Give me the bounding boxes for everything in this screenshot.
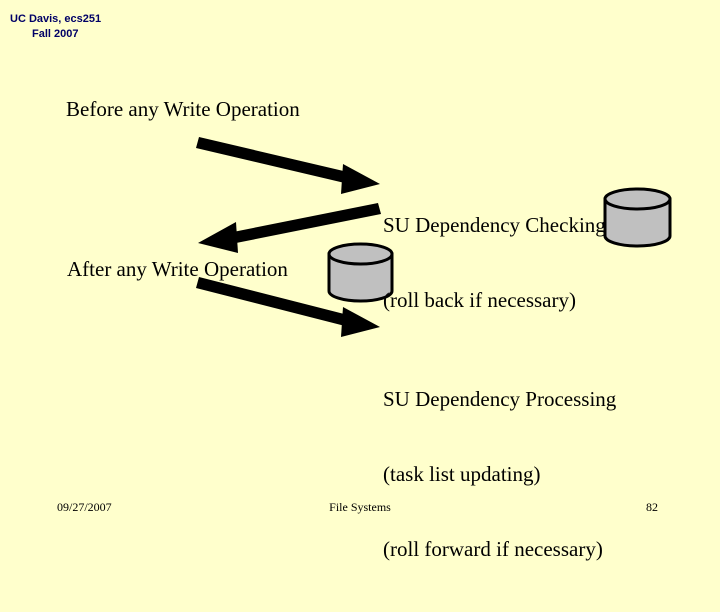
slide-footer: 09/27/2007 File Systems 82 bbox=[0, 500, 720, 522]
arrow-before-to-checking bbox=[196, 137, 380, 194]
footer-date: 09/27/2007 bbox=[57, 500, 112, 514]
disk-cylinder-top bbox=[603, 187, 672, 248]
processing-line-3: (roll forward if necessary) bbox=[383, 537, 603, 561]
diagram-artwork bbox=[196, 137, 672, 337]
label-after-write: After any Write Operation bbox=[67, 257, 288, 281]
processing-line-1: SU Dependency Processing bbox=[383, 387, 617, 411]
slide-header: UC Davis, ecs251 Fall 2007 bbox=[10, 12, 250, 42]
slide-canvas: UC Davis, ecs251 Fall 2007 Before bbox=[0, 12, 720, 561]
block-su-dependency-checking: SU Dependency Checking (roll back if nec… bbox=[383, 163, 606, 363]
disk-cylinder-bottom bbox=[327, 242, 394, 303]
checking-line-1: SU Dependency Checking bbox=[383, 213, 606, 237]
footer-title: File Systems bbox=[329, 500, 391, 514]
arrow-checking-to-after bbox=[198, 203, 381, 253]
header-course: UC Davis, ecs251 bbox=[10, 13, 102, 25]
arrow-after-to-processing bbox=[196, 277, 380, 337]
header-term: Fall 2007 bbox=[32, 28, 79, 40]
block-su-dependency-processing: SU Dependency Processing (task list upda… bbox=[383, 337, 616, 612]
processing-line-2: (task list updating) bbox=[383, 462, 541, 486]
label-before-write: Before any Write Operation bbox=[66, 97, 300, 121]
footer-page-number: 82 bbox=[646, 500, 658, 514]
checking-line-2: (roll back if necessary) bbox=[383, 288, 576, 312]
